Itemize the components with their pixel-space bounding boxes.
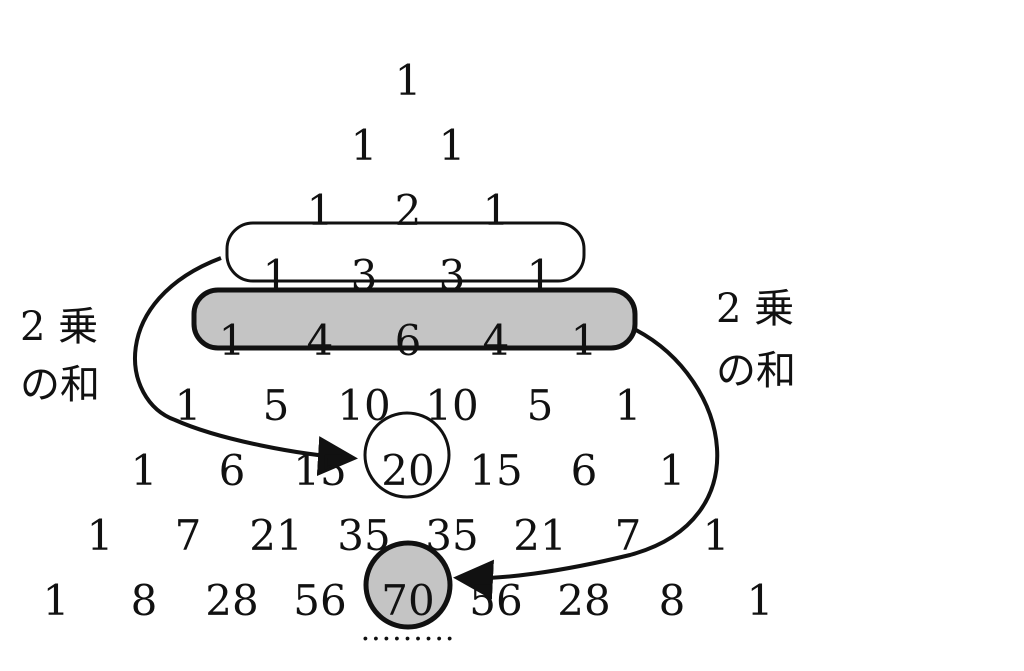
triangle-cell: 10 — [425, 381, 478, 430]
row-3-outline-box — [225, 221, 586, 283]
triangle-cell: 28 — [205, 576, 258, 625]
triangle-cell: 28 — [557, 576, 610, 625]
triangle-cell: 6 — [395, 316, 422, 365]
triangle-cell: 8 — [131, 576, 158, 625]
triangle-cell: 15 — [293, 446, 346, 495]
triangle-cell: 56 — [469, 576, 522, 625]
right-label-line2: の和 — [716, 348, 796, 394]
triangle-cell: 21 — [249, 511, 302, 560]
triangle-cell: 15 — [469, 446, 522, 495]
triangle-cell: 8 — [659, 576, 686, 625]
triangle-cell: 1 — [615, 381, 642, 430]
triangle-cell: 7 — [615, 511, 642, 560]
triangle-cell: 3 — [439, 251, 466, 300]
left-label-line1: 2 乗 — [20, 304, 98, 350]
triangle-cell: 1 — [527, 251, 554, 300]
triangle-cell: 35 — [337, 511, 390, 560]
triangle-cell: 1 — [439, 121, 466, 170]
seventy-filled-circle — [363, 540, 453, 630]
triangle-cell: 1 — [263, 251, 290, 300]
triangle-cell: 2 — [395, 186, 422, 235]
twenty-outline-circle — [363, 411, 451, 499]
triangle-cell: 5 — [263, 381, 290, 430]
triangle-cell: 1 — [703, 511, 730, 560]
right-label-line1: 2 乗 — [716, 286, 794, 332]
triangle-cell: 1 — [307, 186, 334, 235]
triangle-cell: 1 — [219, 316, 246, 365]
triangle-cell: 70 — [381, 576, 434, 625]
right-arrow — [453, 328, 720, 600]
continuation-dots: ......... — [361, 613, 456, 648]
triangle-cell: 10 — [337, 381, 390, 430]
triangle-cell: 1 — [131, 446, 158, 495]
triangle-cell: 6 — [219, 446, 246, 495]
triangle-cell: 4 — [483, 316, 510, 365]
triangle-cell: 4 — [307, 316, 334, 365]
row-4-filled-box — [191, 287, 638, 351]
triangle-cell: 1 — [87, 511, 114, 560]
triangle-cell: 1 — [659, 446, 686, 495]
triangle-cell: 20 — [381, 446, 434, 495]
triangle-cell: 1 — [571, 316, 598, 365]
left-arrow — [133, 256, 358, 477]
triangle-cell: 6 — [571, 446, 598, 495]
left-label-line2: の和 — [20, 362, 100, 408]
triangle-cell: 1 — [175, 381, 202, 430]
triangle-cell: 5 — [527, 381, 554, 430]
triangle-cell: 1 — [747, 576, 774, 625]
triangle-cell: 1 — [351, 121, 378, 170]
triangle-cell: 35 — [425, 511, 478, 560]
triangle-cell: 56 — [293, 576, 346, 625]
triangle-cell: 3 — [351, 251, 378, 300]
triangle-cell: 1 — [395, 56, 422, 105]
triangle-cell: 7 — [175, 511, 202, 560]
triangle-cell: 1 — [483, 186, 510, 235]
triangle-cell: 21 — [513, 511, 566, 560]
triangle-cell: 1 — [43, 576, 70, 625]
